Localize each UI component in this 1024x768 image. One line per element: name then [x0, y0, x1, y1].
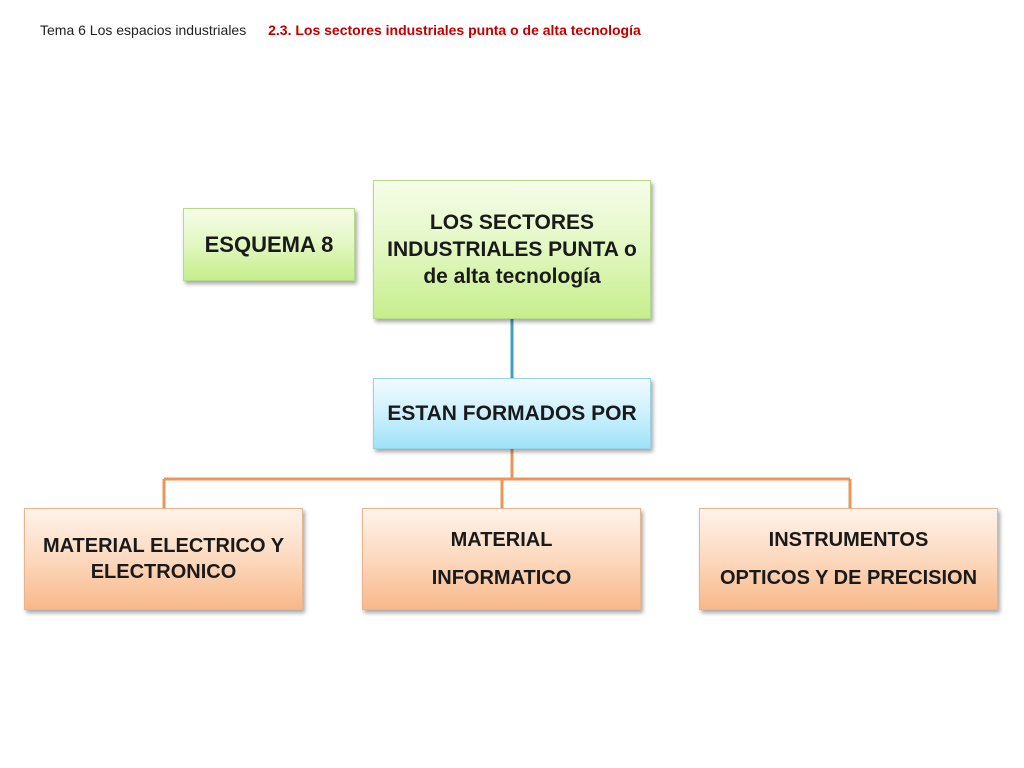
esquema-label: ESQUEMA 8	[204, 231, 334, 257]
root-node-text: LOS SECTORES INDUSTRIALES PUNTA o de alt…	[387, 210, 637, 289]
header-title: Tema 6 Los espacios industriales	[40, 22, 247, 38]
root-node: LOS SECTORES INDUSTRIALES PUNTA o de alt…	[373, 180, 651, 319]
connector-node: ESTAN FORMADOS POR	[373, 378, 651, 449]
child-node-electrico-text: MATERIAL ELECTRICO Y ELECTRONICO	[42, 535, 285, 583]
connector-node-text: ESTAN FORMADOS POR	[387, 401, 637, 425]
child-node-electrico: MATERIAL ELECTRICO Y ELECTRONICO	[24, 508, 303, 610]
esquema-label-box: ESQUEMA 8	[183, 208, 355, 281]
header-subtitle: 2.3. Los sectores industriales punta o d…	[268, 22, 641, 38]
child-node-informatico-line1: MATERIAL	[450, 529, 553, 551]
slide-header: Tema 6 Los espacios industriales 2.3. Lo…	[40, 22, 641, 38]
child-node-instrumentos-line2: OPTICOS Y DE PRECISION	[719, 567, 978, 589]
child-node-informatico-line2: INFORMATICO	[431, 567, 572, 589]
link-connector-to-children	[162, 449, 852, 508]
child-node-instrumentos: INSTRUMENTOS OPTICOS Y DE PRECISION	[699, 508, 998, 610]
child-node-informatico: MATERIAL INFORMATICO	[362, 508, 641, 610]
child-node-instrumentos-line1: INSTRUMENTOS	[768, 529, 929, 551]
